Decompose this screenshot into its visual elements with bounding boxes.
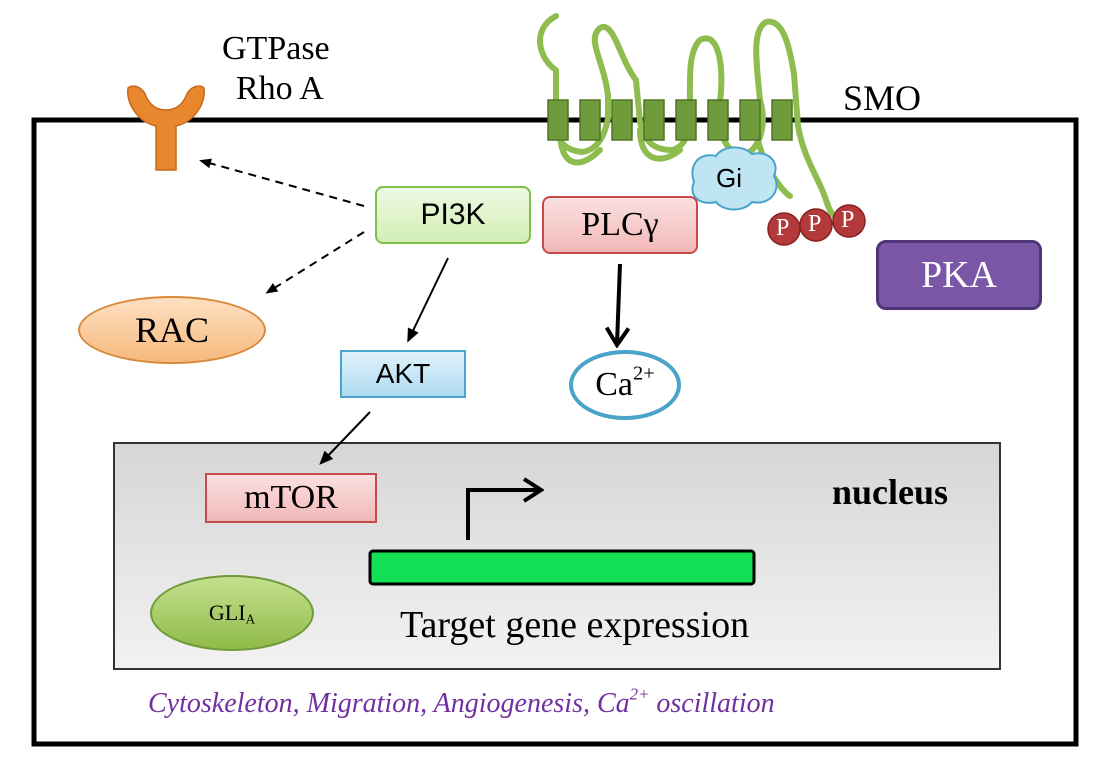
calcium-label: Ca2+ [595,362,655,404]
rac-label: RAC [134,310,210,350]
calcium-node: Ca2+ [569,350,681,420]
pka-node: PKA [876,240,1042,310]
arrow-plc-to-calcium [617,263,620,344]
caption-tail: oscillation [649,688,775,719]
pka-label: PKA [920,254,998,296]
arrow-pi3k-to-rac [265,231,365,294]
akt-node: AKT [340,350,466,398]
calcium-charge: 2+ [633,362,655,385]
gtpase-label-line1: GTPase [222,30,330,67]
plc-greek-label: γ [643,206,659,243]
gtpase-label: GTPase Rho A [222,32,330,106]
plc-gamma-node: PLCγ [542,196,698,254]
transcription-start-arrow [466,490,540,540]
caption-main: Cytoskeleton, Migration, Angiogenesis, C… [148,688,630,719]
nucleus-label: nucleus [832,472,949,512]
phosphate-group [767,204,866,246]
phosphate-label-3: P [841,207,855,233]
gli-node: GLIA [150,575,314,651]
caption-superscript: 2+ [629,684,650,704]
rac-node: RAC [78,296,266,364]
plc-label: PLC [581,206,644,243]
gli-label: GLIA [209,600,255,626]
rho-receptor-icon [127,85,205,171]
phosphate-label-2: P [808,211,822,237]
arrow-akt-to-mtor [319,411,371,465]
plc-gamma-label: PLCγ [581,206,658,244]
pi3k-node: PI3K [375,186,531,244]
cell-function-caption: Cytoskeleton, Migration, Angiogenesis, C… [148,686,775,719]
smo-label: SMO [843,78,922,118]
arrow-pi3k-to-akt [407,257,449,343]
akt-label: AKT [375,358,431,389]
gli-subscript: A [245,611,256,627]
smo-transmembrane-segments [547,99,793,141]
mtor-label: mTOR [244,479,338,516]
calcium-base: Ca [595,366,634,403]
gli-base: GLI [208,600,246,625]
pi3k-label: PI3K [420,198,486,231]
gi-protein-shape [691,146,778,211]
arrow-pi3k-to-rho [199,158,365,207]
mtor-node: mTOR [205,473,377,523]
smo-receptor-chain [537,13,859,224]
target-gene-label: Target gene expression [400,604,750,646]
gtpase-label-line2: Rho A [236,70,324,107]
target-gene-bar [368,549,756,586]
phosphate-label-1: P [776,215,790,241]
gi-label: Gi [716,163,742,193]
